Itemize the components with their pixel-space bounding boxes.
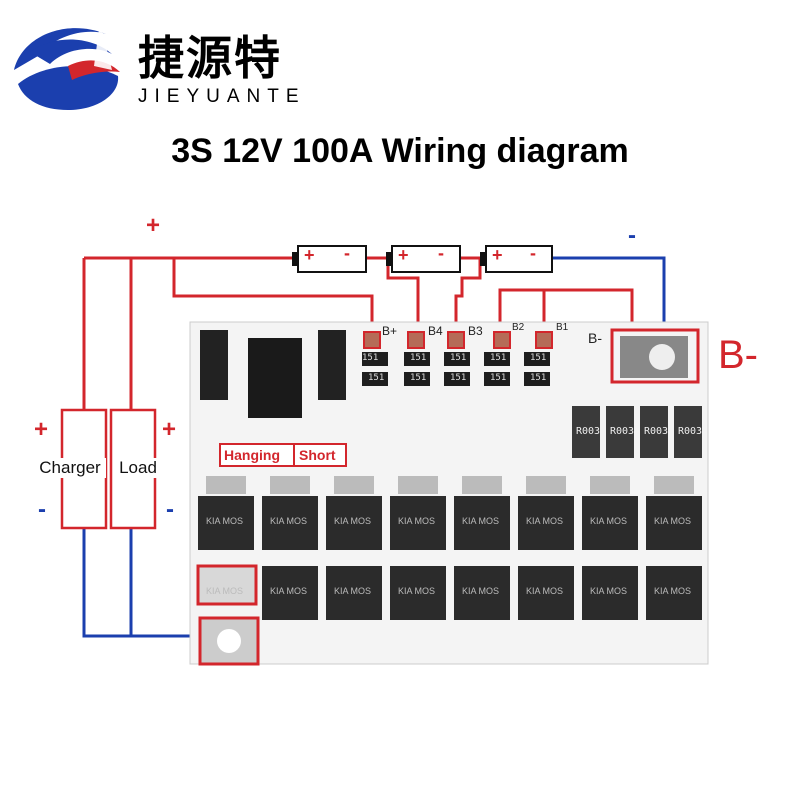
bms-ic bbox=[248, 338, 302, 418]
battery-3-minus: - bbox=[530, 243, 536, 263]
charger-minus-sign: - bbox=[38, 496, 46, 523]
charger-label: Charger bbox=[34, 458, 106, 478]
b1-label: B1 bbox=[556, 322, 569, 333]
charger-plus-sign: + bbox=[34, 416, 49, 443]
b4-label: B4 bbox=[428, 324, 443, 338]
battery-2-plus: + bbox=[398, 245, 409, 265]
battery-cell-1 bbox=[297, 245, 367, 273]
battery-1-minus: - bbox=[344, 243, 350, 263]
mosfet-mark: KIA MOS bbox=[270, 586, 308, 596]
b-minus-terminal-label: B- bbox=[718, 333, 758, 377]
b2-wire bbox=[498, 288, 634, 330]
resistor-mark: 151 bbox=[530, 353, 547, 363]
shunt-mark: R003 bbox=[576, 426, 601, 437]
mosfet-mark: KIA MOS bbox=[590, 516, 628, 526]
battery-negative-wire bbox=[552, 256, 666, 330]
mosfet-mark: KIA MOS bbox=[526, 586, 564, 596]
load-plus-sign: + bbox=[162, 416, 177, 443]
mosfet-mark: KIA MOS bbox=[590, 586, 628, 596]
mosfet-mark: KIA MOS bbox=[334, 586, 372, 596]
resistor-mark: 151 bbox=[410, 373, 427, 383]
b-minus-pad bbox=[610, 328, 700, 384]
diagram-title: 3S 12V 100A Wiring diagram bbox=[171, 132, 629, 170]
shunt-mark: R003 bbox=[644, 426, 669, 437]
mosfet-mark: KIA MOS bbox=[526, 516, 564, 526]
mosfet-mark: KIA MOS bbox=[334, 516, 372, 526]
battery-1-plus: + bbox=[304, 245, 315, 265]
resistor-mark: 151 bbox=[450, 373, 467, 383]
charger-negative-wire bbox=[82, 528, 203, 638]
resistor-mark: 151 bbox=[530, 373, 547, 383]
mosfet-mark: KIA MOS bbox=[462, 586, 500, 596]
load-label: Load bbox=[113, 458, 163, 478]
load-minus-sign: - bbox=[166, 496, 174, 523]
b-plus-wire bbox=[172, 258, 374, 330]
brand-name-en: JIEYUANTE bbox=[138, 86, 306, 107]
p-minus-pad bbox=[196, 564, 258, 606]
mosfet-mark: KIA MOS bbox=[654, 516, 692, 526]
mosfet-mark: KIA MOS bbox=[206, 516, 244, 526]
b-plus-label: B+ bbox=[382, 324, 398, 338]
jumper-hanging-label: Hanging bbox=[224, 447, 280, 463]
mosfet-mark: KIA MOS bbox=[462, 516, 500, 526]
resistor-mark: 151 bbox=[490, 353, 507, 363]
battery-3-plus: + bbox=[492, 245, 503, 265]
resistor-mark: 151 bbox=[490, 373, 507, 383]
mosfet-mark: KIA MOS bbox=[270, 516, 308, 526]
brand-name-cn: 捷源特 bbox=[138, 31, 282, 85]
shunt-mark: R003 bbox=[610, 426, 635, 437]
b3-label: B3 bbox=[468, 324, 483, 338]
battery-cell-3 bbox=[485, 245, 553, 273]
brand-logo bbox=[14, 22, 120, 110]
pack-minus-sign: - bbox=[628, 222, 636, 249]
pack-plus-sign: + bbox=[146, 212, 161, 239]
resistor-mark: 151 bbox=[368, 373, 385, 383]
b4-wire bbox=[366, 256, 420, 330]
mosfet-mark: KIA MOS bbox=[398, 516, 436, 526]
mosfet-mark: KIA MOS bbox=[398, 586, 436, 596]
mosfet-mark: KIA MOS bbox=[654, 586, 692, 596]
resistor-mark: 151 bbox=[410, 353, 427, 363]
jumper-label-box bbox=[219, 443, 347, 467]
mosfet-mark: KIA MOS bbox=[206, 586, 244, 596]
resistor-mark: 151 bbox=[450, 353, 467, 363]
jumper-short-label: Short bbox=[299, 447, 336, 463]
resistor-mark: 151 bbox=[362, 353, 379, 363]
shunt-mark: R003 bbox=[678, 426, 703, 437]
b-minus-pcb-label: B- bbox=[588, 330, 602, 346]
battery-2-minus: - bbox=[438, 243, 444, 263]
b2-label: B2 bbox=[512, 322, 525, 333]
